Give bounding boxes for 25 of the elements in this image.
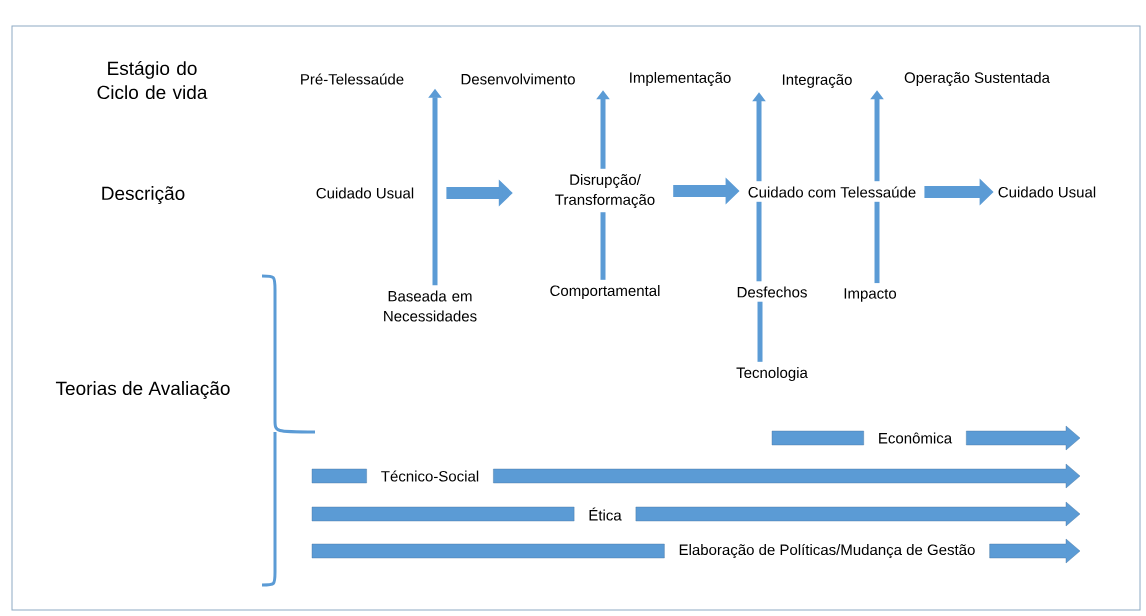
stage-label: Cuidado com Telessaúde — [748, 186, 916, 198]
stage-label: Cuidado Usual — [998, 186, 1096, 198]
stage-label: Cuidado Usual — [316, 187, 414, 199]
node-label: Econômica — [879, 432, 953, 444]
stage-label: Operação Sustentada — [904, 72, 1050, 87]
row-label: Descrição — [102, 186, 185, 204]
timeline-band: Técnico-Social — [311, 463, 1081, 489]
timeline-band: Econômica — [771, 425, 1081, 451]
stage-label: Implementação — [630, 72, 731, 87]
timeline-band: Ética — [311, 501, 1081, 527]
stage-label: Comportamental — [550, 285, 660, 299]
timeline-band: Elaboração de Políticas/Mudança de Gestão — [311, 538, 1081, 564]
row-label: Teorias de Avaliação — [55, 381, 230, 399]
node-label: Ética — [589, 507, 622, 521]
stage-label: Desenvolvimento — [461, 73, 575, 85]
node-label: Elaboração de Políticas/Mudança de Gestão — [679, 543, 975, 559]
stage-label: Desfechos — [737, 286, 807, 298]
row-label: Estágio do Ciclo de vida — [97, 60, 208, 100]
stage-label: Pré-Telessaúde — [301, 73, 404, 85]
stage-label: Integração — [782, 74, 852, 88]
node-label: Técnico-Social — [381, 470, 479, 482]
stage-label: Baseada em Necessidades — [384, 290, 477, 322]
stage-label: Tecnologia — [736, 367, 808, 381]
stage-label: Impacto — [844, 288, 897, 302]
stage-label: Disrupção/ Transformação — [555, 174, 655, 209]
